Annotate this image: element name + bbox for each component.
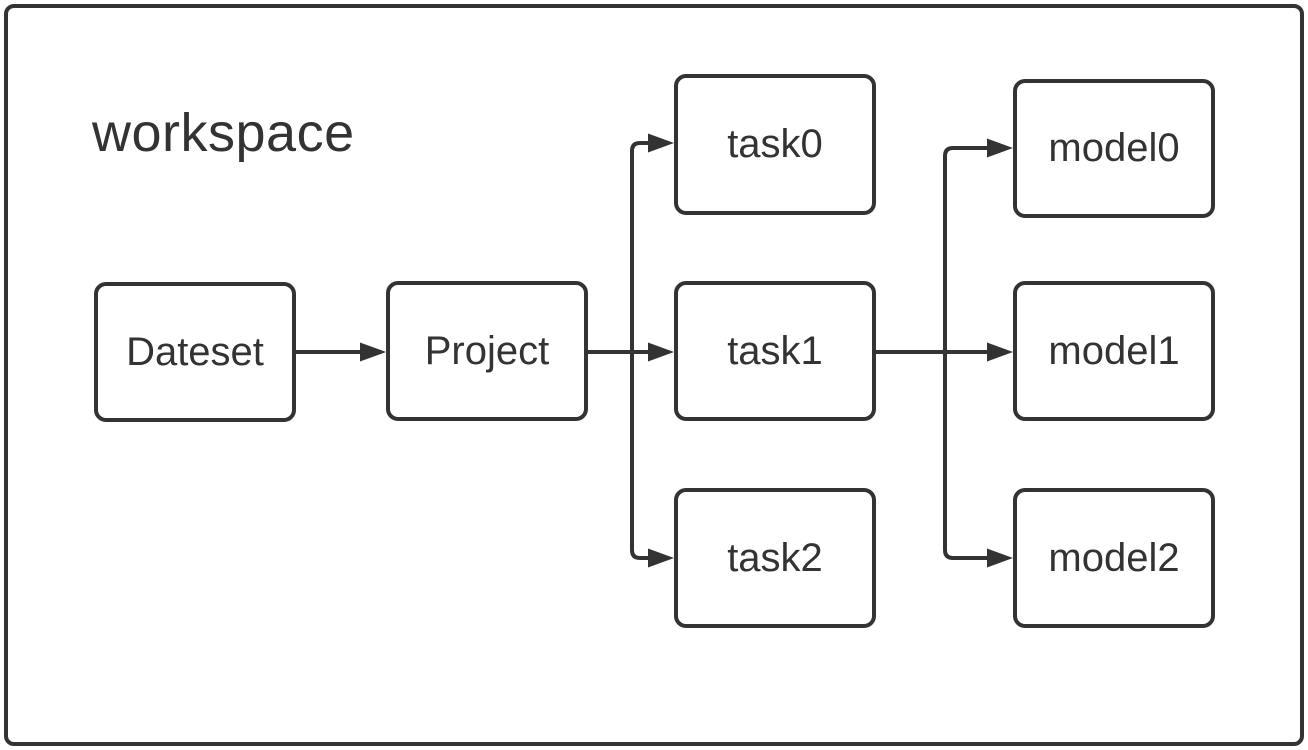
node-label: Project	[424, 328, 550, 373]
node-label: task0	[727, 122, 823, 166]
node-label: model0	[1048, 126, 1180, 170]
node-model0[interactable]: model0	[1013, 79, 1215, 218]
node-label: model2	[1048, 535, 1180, 580]
workspace-title: workspace	[92, 103, 355, 163]
node-model2[interactable]: model2	[1013, 488, 1215, 628]
node-label: task2	[727, 535, 823, 580]
node-task2[interactable]: task2	[674, 488, 876, 628]
node-dateset[interactable]: Dateset	[94, 282, 296, 422]
node-project[interactable]: Project	[386, 281, 588, 421]
node-label: Dateset	[126, 329, 264, 374]
node-model1[interactable]: model1	[1013, 281, 1215, 421]
node-label: task1	[727, 328, 823, 373]
node-task0[interactable]: task0	[674, 74, 876, 215]
node-label: model1	[1048, 328, 1180, 373]
node-task1[interactable]: task1	[674, 281, 876, 421]
